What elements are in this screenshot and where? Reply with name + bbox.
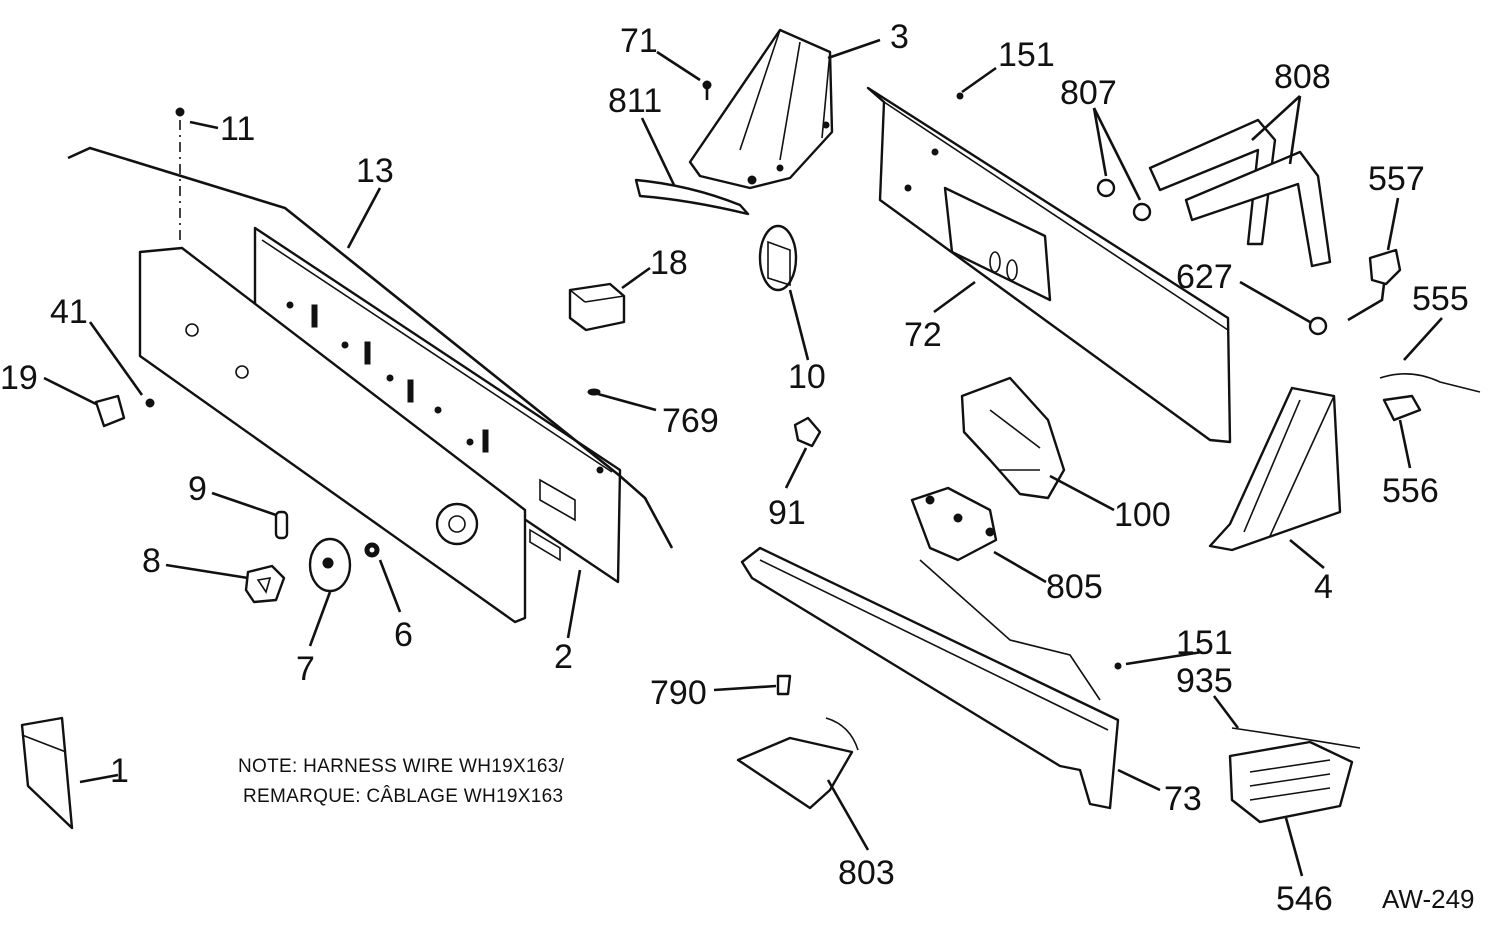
callout-556: 556 xyxy=(1382,472,1439,510)
callout-10: 10 xyxy=(788,358,826,396)
callout-769: 769 xyxy=(662,402,719,440)
part-10-pressure-switch xyxy=(758,224,798,292)
part-1-envelope xyxy=(20,716,74,830)
part-556-connector xyxy=(1382,394,1422,422)
part-805-valve xyxy=(910,486,998,562)
part-73-base-rail xyxy=(740,546,1120,810)
part-18-capacitor xyxy=(568,282,626,332)
leader-lines xyxy=(43,38,1443,877)
harness-note-line-1: NOTE: HARNESS WIRE WH19X163/ xyxy=(238,756,565,777)
callout-2: 2 xyxy=(554,638,573,676)
callout-11: 11 xyxy=(220,110,255,148)
part-4-side-bracket xyxy=(1208,386,1342,552)
callout-labels: 11 13 41 19 9 8 7 6 2 769 1 71 811 3 18 … xyxy=(0,18,1469,918)
callout-805: 805 xyxy=(1046,568,1103,606)
part-3-bracket xyxy=(688,28,834,190)
part-13-backsplash-frame xyxy=(253,226,622,584)
callout-807: 807 xyxy=(1060,74,1117,112)
part-557-cord xyxy=(1347,248,1402,322)
document-id: AW-249 xyxy=(1382,884,1475,914)
part-151-screw-top xyxy=(956,92,964,100)
callout-6: 6 xyxy=(394,616,413,654)
callout-3: 3 xyxy=(890,18,909,56)
part-546-terminal-block xyxy=(1228,740,1354,824)
part-790-clip xyxy=(776,674,792,696)
callout-71: 71 xyxy=(620,22,658,60)
callout-627: 627 xyxy=(1176,258,1233,296)
callout-19: 19 xyxy=(0,359,38,397)
part-8-knob xyxy=(244,564,286,604)
part-151-screw-bottom xyxy=(1114,662,1122,670)
part-811-hose xyxy=(634,178,750,216)
callout-41: 41 xyxy=(50,293,88,331)
part-100-timer xyxy=(960,376,1066,500)
part-6-nut xyxy=(364,542,380,558)
callout-72: 72 xyxy=(904,316,942,354)
part-41-clip xyxy=(145,398,155,408)
part-9-spring xyxy=(274,510,289,540)
callout-9: 9 xyxy=(188,470,207,508)
part-1-panel-face xyxy=(138,246,527,624)
part-7-dial xyxy=(308,537,352,593)
callout-151-top: 151 xyxy=(998,36,1055,74)
part-91-clip xyxy=(793,416,822,448)
callout-151-bottom: 151 xyxy=(1176,624,1233,662)
callout-935: 935 xyxy=(1176,662,1233,700)
harness-note-line-2: REMARQUE: CÂBLAGE WH19X163 xyxy=(243,785,563,807)
part-627-grommet xyxy=(1308,316,1328,336)
part-11-screw xyxy=(175,107,185,245)
callout-1: 1 xyxy=(110,752,129,790)
part-808-hoses xyxy=(1148,118,1332,268)
callout-73: 73 xyxy=(1164,780,1202,818)
part-71-screw xyxy=(702,80,712,100)
callout-100: 100 xyxy=(1114,496,1171,534)
part-19-knob xyxy=(94,394,126,428)
callout-803: 803 xyxy=(838,854,895,892)
callout-811: 811 xyxy=(608,82,662,120)
callout-555: 555 xyxy=(1412,280,1469,318)
callout-4: 4 xyxy=(1314,568,1333,606)
part-769-screw xyxy=(587,388,601,396)
harness-wire xyxy=(67,146,674,549)
part-555-wire xyxy=(1379,373,1481,393)
callout-7: 7 xyxy=(296,650,315,688)
part-935-wire xyxy=(1231,727,1361,749)
part-807-washers xyxy=(1096,178,1152,222)
callout-557: 557 xyxy=(1368,160,1425,198)
callout-13: 13 xyxy=(356,152,394,190)
part-72-back-panel xyxy=(866,86,1232,444)
callout-18: 18 xyxy=(650,244,688,282)
part-803-bracket xyxy=(736,717,859,810)
callout-546: 546 xyxy=(1276,880,1333,918)
callout-8: 8 xyxy=(142,542,161,580)
callout-790: 790 xyxy=(650,674,707,712)
callout-808: 808 xyxy=(1274,58,1331,96)
callout-91: 91 xyxy=(768,494,806,532)
